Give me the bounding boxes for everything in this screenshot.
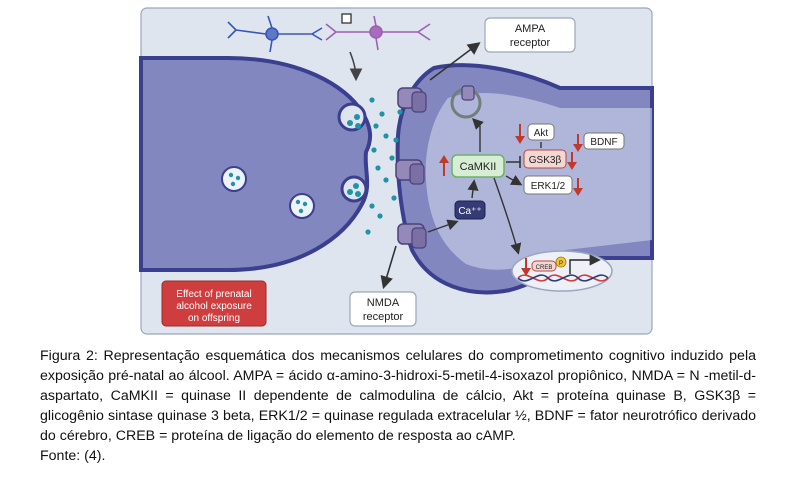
ampa-receptor-box (484, 17, 576, 53)
arrow-camkii-to-erk (505, 174, 523, 186)
nmda-receptor-label-line2: receptor (363, 311, 404, 323)
erk-label: ERK1/2 (531, 181, 566, 192)
bdnf-label: BDNF (590, 137, 617, 148)
release-site-bottom (340, 175, 368, 203)
release-site-top (337, 102, 367, 132)
vesicle-4 (347, 183, 361, 197)
synapse-figure: AMPA receptor NMDA receptor CaMKII Akt G… (139, 7, 654, 335)
effect-box (161, 280, 267, 327)
erk-down-arrowhead (573, 188, 583, 196)
vesicle-3 (347, 114, 361, 129)
akt-label: Akt (534, 128, 549, 139)
effect-label-line2: alcohol exposure (176, 301, 252, 312)
bdnf-down-arrowhead (573, 144, 583, 152)
camkii-up-arrowhead (439, 155, 449, 163)
synapse-diagram: AMPA receptor NMDA receptor CaMKII Akt G… (139, 7, 654, 335)
phosphate-label: P (559, 261, 563, 267)
akt-box (527, 123, 555, 141)
gsk3b-box (523, 149, 567, 169)
figure-source: Fonte: (4). (40, 448, 106, 464)
arrow-to-ampa-box (429, 42, 481, 81)
transcription-arrow (569, 254, 601, 274)
effect-label-line3: on offspring (188, 313, 240, 324)
arrow-to-nucleus (493, 177, 522, 255)
phosphate-icon (555, 256, 567, 268)
creb-label: CREB (536, 265, 553, 271)
neurotransmitter-dots (365, 97, 403, 235)
neuron-illustration-blue (227, 15, 323, 53)
gsk3b-label: GSK3β (529, 155, 562, 166)
gsk3b-down-arrowhead (567, 162, 577, 170)
erk-box (523, 175, 573, 195)
ampa-receptor-membrane (397, 87, 427, 113)
vesicle-1 (221, 166, 247, 192)
figure-caption: Figura 2: Representação esquemática dos … (40, 348, 756, 444)
zoom-square-icon (341, 13, 352, 24)
neuron-illustration-purple (325, 15, 431, 51)
dna-strand-2 (517, 274, 609, 282)
akt-down-arrowhead (515, 136, 525, 144)
camkii-label: CaMKII (460, 161, 497, 173)
arrow-to-nmda-box (380, 245, 397, 290)
bdnf-box (583, 132, 625, 150)
creb-box (531, 260, 557, 272)
ampa-receptor-label-line2: receptor (510, 37, 551, 49)
calcium-label: Ca⁺⁺ (458, 206, 481, 217)
figure-caption-block: Figura 2: Representação esquemática dos … (40, 346, 756, 466)
nmda-receptor-label-line1: NMDA (367, 297, 400, 309)
arrow-calcium-to-camkii (467, 179, 479, 199)
camkii-box (451, 154, 505, 178)
ampa-receptor-label-line1: AMPA (515, 23, 546, 35)
nmda-receptor-box (349, 291, 417, 327)
receptor-trafficking-vesicle (450, 85, 482, 119)
effect-label-line1: Effect of prenatal (176, 289, 251, 300)
nmda-receptor-membrane (397, 223, 427, 249)
arrow-to-synapse (349, 51, 363, 82)
vesicle-2 (289, 193, 315, 219)
camkii-inhibits-gsk3b (506, 156, 521, 168)
creb-down-arrowhead (521, 268, 531, 276)
middle-receptor-membrane (395, 159, 425, 185)
arrow-nmda-to-calcium (427, 219, 459, 233)
arrow-camkii-to-vesicle (472, 118, 484, 152)
presynaptic-terminal (139, 56, 373, 272)
calcium-box (454, 200, 486, 220)
